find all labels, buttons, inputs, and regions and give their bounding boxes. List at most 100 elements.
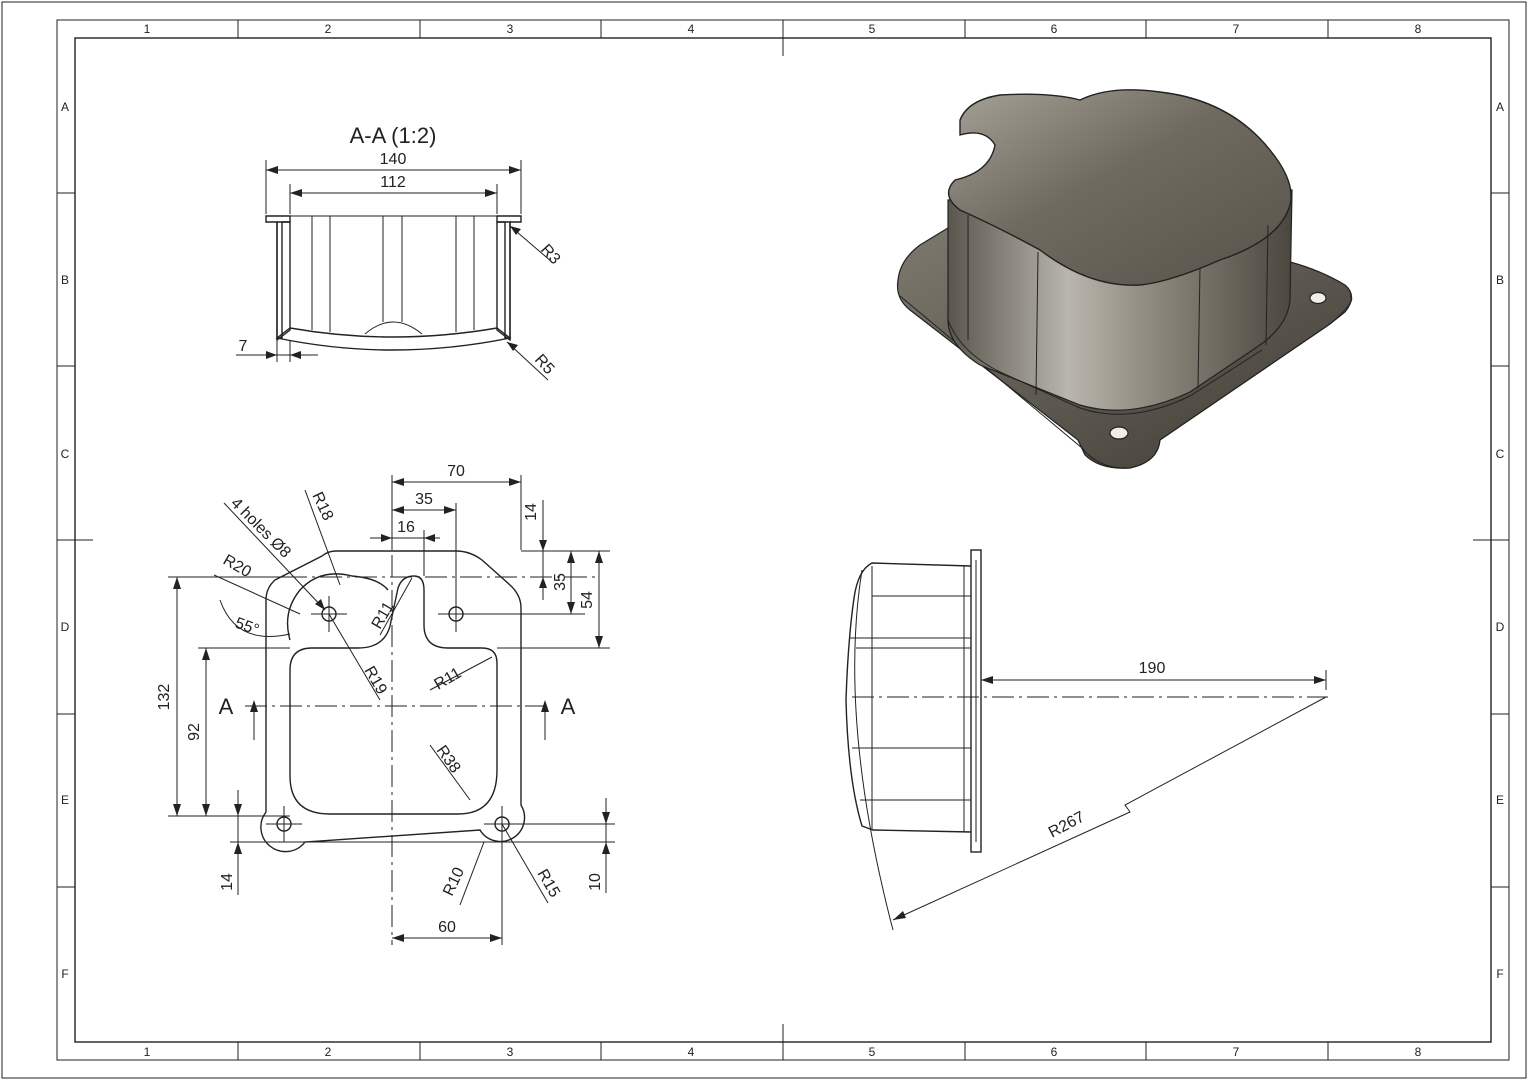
- section-marker-left-label: A: [219, 694, 234, 719]
- iso-hole-front: [1109, 426, 1129, 440]
- dim-r5-label: R5: [531, 351, 557, 378]
- zone-col-2-top: 2: [325, 22, 332, 36]
- zone-col-6-bottom: 6: [1051, 1045, 1058, 1059]
- zone-col-2-bottom: 2: [325, 1045, 332, 1059]
- isometric-view: [896, 89, 1353, 469]
- top-view-lobe: [286, 573, 389, 641]
- dim-92: 92: [186, 647, 290, 816]
- dim-140-label: 140: [380, 151, 407, 168]
- zone-col-1-bottom: 1: [144, 1045, 151, 1059]
- zone-row-e-left: E: [61, 793, 69, 807]
- dim-r11-b: R11: [429, 656, 493, 694]
- dim-70-label: 70: [447, 463, 465, 480]
- zone-row-b-left: B: [61, 273, 69, 287]
- dim-54: 54: [497, 551, 610, 649]
- dim-r3: R3: [509, 225, 563, 268]
- zone-col-5-top: 5: [869, 22, 876, 36]
- section-left-wall-body: [276, 221, 291, 342]
- dim-wall-thickness: 7: [236, 338, 318, 362]
- section-right-wall-body: [496, 221, 511, 342]
- dim-r38-label: R38: [433, 743, 464, 777]
- dim-112-label: 112: [380, 174, 406, 191]
- zone-col-1-top: 1: [144, 22, 151, 36]
- dim-r38: R38: [429, 743, 471, 801]
- zone-row-f-right: F: [1496, 967, 1503, 981]
- dim-60: 60: [392, 840, 503, 945]
- dim-14-top: 14: [521, 500, 610, 600]
- dim-holes-leader: 4 holes Ø8: [223, 495, 326, 611]
- top-view: 70 35 16 14 35: [156, 463, 615, 945]
- zone-col-7-top: 7: [1233, 22, 1240, 36]
- zone-row-a-right: A: [1496, 100, 1504, 114]
- hole-bottom-left: [266, 806, 302, 842]
- zone-row-c-right: C: [1496, 447, 1505, 461]
- zone-col-5-bottom: 5: [869, 1045, 876, 1059]
- dim-35-top: 35: [392, 491, 457, 600]
- dim-r10: R10: [440, 841, 485, 906]
- dim-190: 190: [981, 660, 1327, 690]
- zone-col-4-top: 4: [688, 22, 695, 36]
- dim-r267: R267: [892, 696, 1327, 921]
- zone-col-7-bottom: 7: [1233, 1045, 1240, 1059]
- dim-35-right: 35: [456, 551, 585, 615]
- dim-r20: R20: [213, 552, 301, 615]
- zone-markers: 1 2 3 4 5 6 7 8 1 2 3 4 5 6 7 8 A B C D …: [57, 20, 1509, 1060]
- dim-r19-label: R19: [361, 664, 390, 698]
- zone-row-a-left: A: [61, 100, 69, 114]
- dim-16-label: 16: [397, 519, 415, 536]
- zone-col-3-top: 3: [507, 22, 514, 36]
- dim-r11-a-label: R11: [369, 599, 398, 632]
- section-marker-right: A: [541, 694, 576, 740]
- dim-54-label: 54: [579, 591, 596, 609]
- dim-10: 10: [470, 798, 615, 893]
- section-left-wall: [265, 215, 291, 339]
- section-marker-right-label: A: [561, 694, 576, 719]
- zone-row-b-right: B: [1496, 273, 1504, 287]
- dim-outer-width: 140: [265, 151, 522, 214]
- dim-r5: R5: [506, 341, 557, 381]
- section-view-title: A-A (1:2): [350, 123, 437, 148]
- top-view-cavity-outline: [289, 575, 498, 815]
- iso-top-face: [947, 89, 1292, 286]
- top-view-flange-outline: [260, 550, 526, 853]
- dim-16: 16: [370, 519, 440, 576]
- zone-col-8-top: 8: [1415, 22, 1422, 36]
- dim-7-label: 7: [239, 338, 248, 355]
- section-ribs: [290, 215, 497, 335]
- dim-132: 132: [156, 576, 290, 817]
- dim-inner-width: 112: [289, 174, 498, 214]
- zone-row-c-left: C: [61, 447, 70, 461]
- dim-r18: R18: [304, 490, 341, 586]
- side-view: 190 R267: [845, 549, 1328, 931]
- dim-r267-label: R267: [1046, 809, 1088, 842]
- section-marker-left: A: [219, 694, 258, 740]
- dim-35-top-label: 35: [415, 491, 433, 508]
- section-view-aa: A-A (1:2) 140: [236, 123, 563, 381]
- dim-132-label: 132: [156, 684, 173, 711]
- dim-angle-55: 55°: [219, 599, 291, 639]
- zone-row-e-right: E: [1496, 793, 1504, 807]
- dim-r11-b-label: R11: [432, 665, 465, 694]
- dim-r18-label: R18: [308, 490, 336, 524]
- dim-r15: R15: [501, 823, 563, 904]
- dim-14-top-label: 14: [523, 503, 540, 521]
- dim-92-label: 92: [186, 723, 203, 741]
- side-body: [845, 562, 972, 833]
- dim-r15-label: R15: [534, 867, 563, 901]
- dim-r3-label: R3: [537, 241, 563, 268]
- zone-row-f-left: F: [61, 967, 68, 981]
- zone-col-4-bottom: 4: [688, 1045, 695, 1059]
- zone-row-d-right: D: [1496, 620, 1505, 634]
- section-floor: [275, 327, 512, 351]
- section-right-wall: [496, 215, 522, 339]
- iso-hole-right: [1309, 291, 1327, 305]
- dim-10-label: 10: [587, 873, 604, 891]
- dim-14-bottom-label: 14: [219, 873, 236, 891]
- zone-col-8-bottom: 8: [1415, 1045, 1422, 1059]
- dim-holes-label: 4 holes Ø8: [227, 495, 294, 562]
- zone-row-d-left: D: [61, 620, 70, 634]
- zone-col-6-top: 6: [1051, 22, 1058, 36]
- dim-190-label: 190: [1139, 660, 1166, 677]
